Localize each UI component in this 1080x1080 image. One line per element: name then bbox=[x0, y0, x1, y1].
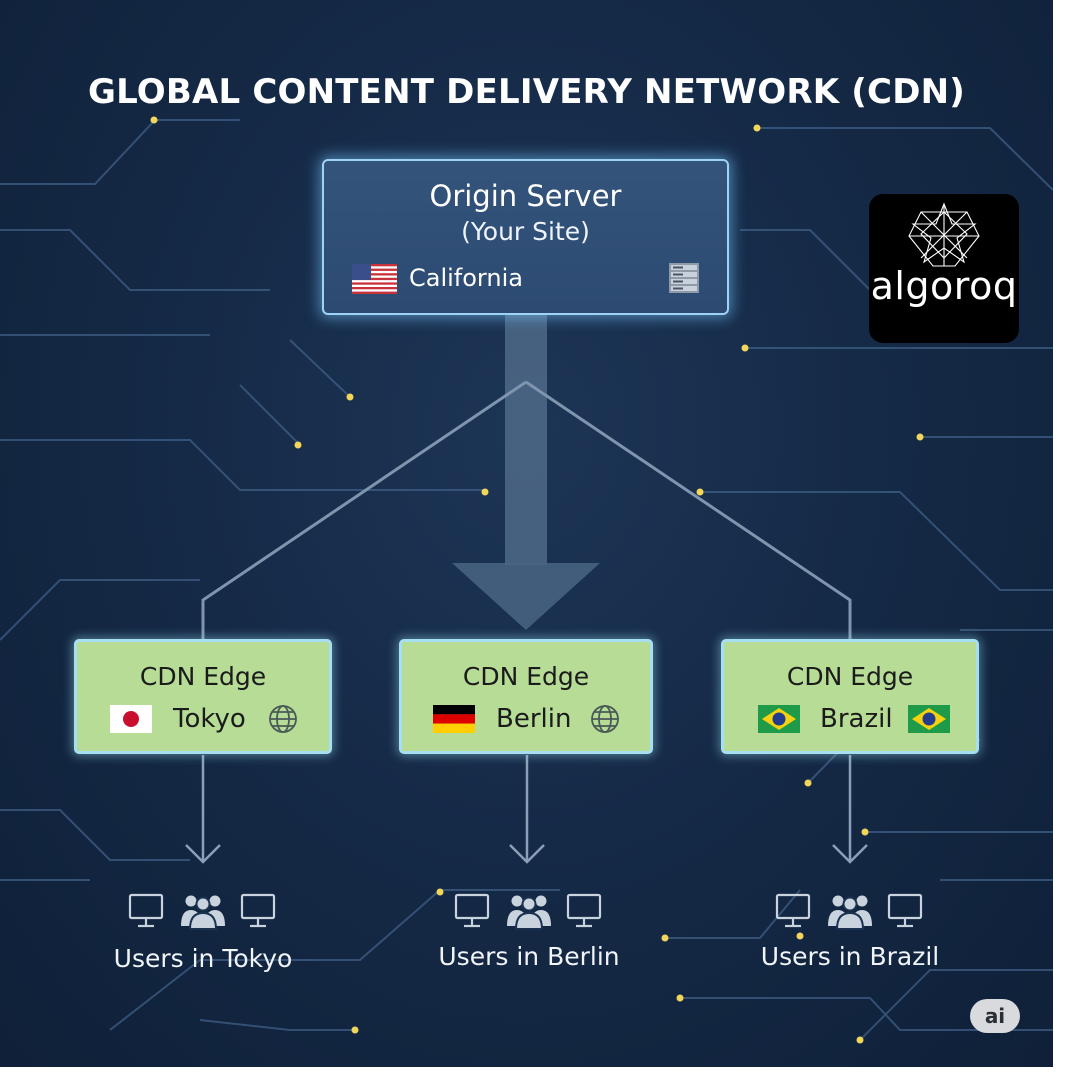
cdn-edge-brazil: CDN Edge Brazil bbox=[721, 639, 979, 754]
ai-badge: ai bbox=[970, 999, 1020, 1033]
edge-to-users-arrows bbox=[185, 755, 868, 864]
branch-connectors bbox=[201, 380, 852, 640]
cdn-edge-tokyo: CDN Edge Tokyo bbox=[74, 639, 332, 754]
edge-title: CDN Edge bbox=[786, 662, 914, 691]
users-group-brazil: Users in Brazil bbox=[730, 892, 970, 982]
monitor-icon bbox=[128, 893, 164, 928]
circuit-nodes bbox=[150, 116, 924, 1044]
users-icons-row bbox=[128, 893, 276, 930]
algoroq-logo: algoroq bbox=[869, 194, 1019, 343]
globe-icon bbox=[269, 705, 297, 733]
users-group-tokyo: Users in Tokyo bbox=[83, 892, 323, 982]
monitor-icon bbox=[240, 893, 276, 928]
edge-title: CDN Edge bbox=[139, 662, 267, 691]
japan-flag-icon bbox=[110, 705, 152, 733]
users-icons-row bbox=[775, 893, 923, 930]
us-flag-icon bbox=[352, 264, 397, 294]
users-group-icon bbox=[828, 895, 872, 930]
users-group-berlin: Users in Berlin bbox=[409, 892, 649, 982]
logo-text: algoroq bbox=[870, 264, 1018, 308]
origin-title: Origin Server bbox=[429, 179, 622, 213]
users-label: Users in Brazil bbox=[760, 942, 940, 971]
monitor-icon bbox=[454, 893, 490, 928]
users-group-icon bbox=[181, 895, 225, 930]
origin-subtitle: (Your Site) bbox=[461, 217, 590, 246]
cdn-diagram: GLOBAL CONTENT DELIVERY NETWORK (CDN) Or… bbox=[0, 0, 1053, 1067]
geometric-star-icon bbox=[908, 202, 980, 267]
edge-city: Brazil bbox=[820, 704, 893, 734]
monitor-icon bbox=[887, 893, 923, 928]
monitor-icon bbox=[566, 893, 602, 928]
edge-city: Tokyo bbox=[173, 704, 246, 734]
diagram-title: GLOBAL CONTENT DELIVERY NETWORK (CDN) bbox=[87, 72, 966, 112]
edge-title: CDN Edge bbox=[462, 662, 590, 691]
users-label: Users in Tokyo bbox=[113, 944, 293, 973]
origin-server-box: Origin Server (Your Site) California bbox=[322, 159, 729, 315]
cdn-edge-berlin: CDN Edge Berlin bbox=[399, 639, 653, 754]
monitor-icon bbox=[775, 893, 811, 928]
globe-icon bbox=[591, 705, 619, 733]
server-rack-icon bbox=[669, 263, 699, 293]
diagram-background bbox=[0, 116, 1053, 1044]
brazil-flag-icon bbox=[908, 705, 950, 733]
users-label: Users in Berlin bbox=[438, 942, 620, 971]
origin-location: California bbox=[409, 264, 523, 292]
germany-flag-icon bbox=[433, 705, 475, 733]
brazil-flag-icon bbox=[758, 705, 800, 733]
users-group-icon bbox=[507, 895, 551, 930]
users-icons-row bbox=[454, 893, 602, 930]
edge-city: Berlin bbox=[496, 704, 572, 734]
origin-downward-arrow bbox=[452, 315, 600, 630]
